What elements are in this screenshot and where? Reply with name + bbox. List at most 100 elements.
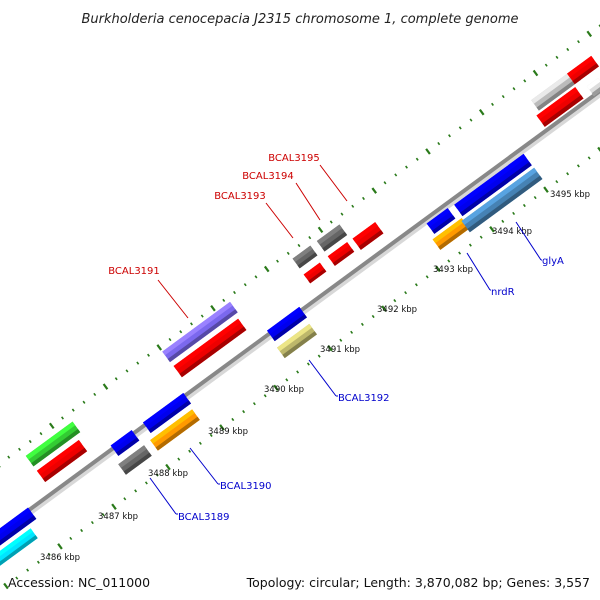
forward-tick (276, 259, 279, 263)
gene-feature[interactable] (36, 439, 88, 483)
gene-feature[interactable] (432, 218, 470, 250)
forward-tick (39, 432, 43, 436)
feature-body (25, 421, 81, 467)
forward-tick (125, 369, 129, 373)
feature-shade (459, 161, 532, 217)
feature-body (0, 507, 37, 555)
gene-feature[interactable] (142, 392, 192, 434)
feature-shade (155, 416, 200, 451)
reverse-tick (512, 211, 516, 216)
gene-feature[interactable] (173, 318, 247, 378)
genome-stats-text: Topology: circular; Length: 3,870,082 bp… (246, 575, 590, 590)
tick-label: 3495 kbp (550, 190, 590, 200)
feature-body (352, 222, 384, 250)
gene-feature[interactable] (426, 208, 456, 234)
forward-tick (7, 455, 11, 459)
gene-feature[interactable] (277, 323, 317, 359)
gene-label-bcal3190[interactable]: BCAL3190 (220, 481, 272, 492)
gene-feature[interactable] (316, 224, 348, 252)
forward-tick (371, 187, 378, 194)
forward-tick (317, 226, 324, 234)
label-leader (265, 202, 294, 239)
forward-tick (448, 134, 451, 138)
feature-shade (358, 229, 384, 250)
forward-tick (598, 24, 600, 28)
gene-feature[interactable] (0, 528, 38, 574)
tick-label: 3486 kbp (40, 553, 80, 563)
gene-features (0, 55, 600, 574)
gene-feature[interactable] (327, 242, 355, 266)
forward-tick (544, 63, 548, 67)
reverse-tick (435, 265, 441, 273)
gene-label-bcal3189[interactable]: BCAL3189 (178, 512, 230, 523)
reverse-tick (165, 463, 171, 471)
gene-feature[interactable] (292, 245, 318, 269)
gene-label-glya[interactable]: glyA (542, 256, 564, 267)
forward-tick (102, 383, 109, 390)
gene-label-nrdr[interactable]: nrdR (491, 287, 515, 298)
forward-tick (263, 265, 270, 273)
forward-tick (351, 204, 355, 208)
label-leader (515, 221, 542, 261)
forward-tick (222, 298, 226, 302)
gene-label-bcal3191[interactable]: BCAL3191 (108, 266, 160, 277)
reverse-tick (522, 203, 526, 208)
gene-feature[interactable] (150, 409, 200, 451)
gene-label-bcal3195[interactable]: BCAL3195 (268, 153, 320, 164)
gene-feature[interactable] (352, 222, 384, 250)
reverse-tick (393, 299, 397, 303)
feature-body (110, 430, 140, 456)
forward-tick (156, 344, 163, 351)
gene-feature[interactable] (267, 306, 307, 342)
feature-highlight (292, 245, 313, 263)
forward-tick (210, 304, 216, 312)
gene-label-bcal3193[interactable]: BCAL3193 (214, 191, 266, 202)
forward-tick (383, 181, 387, 185)
gene-feature[interactable] (536, 87, 584, 127)
gene-label-bcal3194[interactable]: BCAL3194 (242, 171, 294, 182)
feature-shade (438, 225, 470, 250)
reverse-tick (317, 354, 321, 358)
gene-feature[interactable] (531, 69, 581, 111)
gene-feature[interactable] (454, 153, 532, 217)
feature-highlight (454, 153, 527, 209)
feature-body (173, 318, 247, 378)
tick-label: 3487 kbp (98, 512, 138, 522)
feature-highlight (0, 528, 34, 568)
reverse-tick (242, 409, 246, 414)
forward-tick (200, 314, 204, 318)
gene-label-bcal3192[interactable]: BCAL3192 (338, 393, 390, 404)
feature-shade (148, 400, 192, 434)
reverse-tick (57, 543, 63, 550)
feature-shade (542, 95, 584, 127)
reverse-tick (555, 180, 559, 184)
reverse-tick (296, 370, 300, 374)
gene-feature[interactable] (303, 262, 327, 284)
feature-highlight (303, 262, 323, 278)
gene-feature[interactable] (586, 78, 600, 96)
reverse-tick (533, 195, 537, 200)
label-leader (319, 164, 348, 202)
forward-tick (425, 148, 431, 155)
tick-label: 3489 kbp (208, 427, 248, 437)
reverse-tick (447, 259, 451, 263)
feature-highlight (162, 301, 233, 356)
feature-highlight (277, 323, 312, 352)
feature-shade (123, 452, 152, 475)
gene-feature[interactable] (461, 167, 543, 233)
feature-shade (536, 76, 581, 111)
gene-feature[interactable] (567, 55, 599, 85)
accession-text: Accession: NC_011000 (8, 575, 150, 590)
forward-tick (297, 243, 301, 248)
forward-tick (415, 157, 419, 161)
gene-feature[interactable] (118, 445, 152, 475)
feature-shade (179, 326, 247, 378)
gene-feature[interactable] (110, 430, 140, 456)
gene-feature[interactable] (162, 301, 238, 363)
gene-feature[interactable] (25, 421, 81, 467)
forward-tick (478, 109, 485, 116)
reverse-tick (219, 424, 225, 431)
feature-highlight (461, 167, 538, 225)
forward-tick (93, 392, 97, 397)
gene-feature[interactable] (0, 507, 37, 555)
